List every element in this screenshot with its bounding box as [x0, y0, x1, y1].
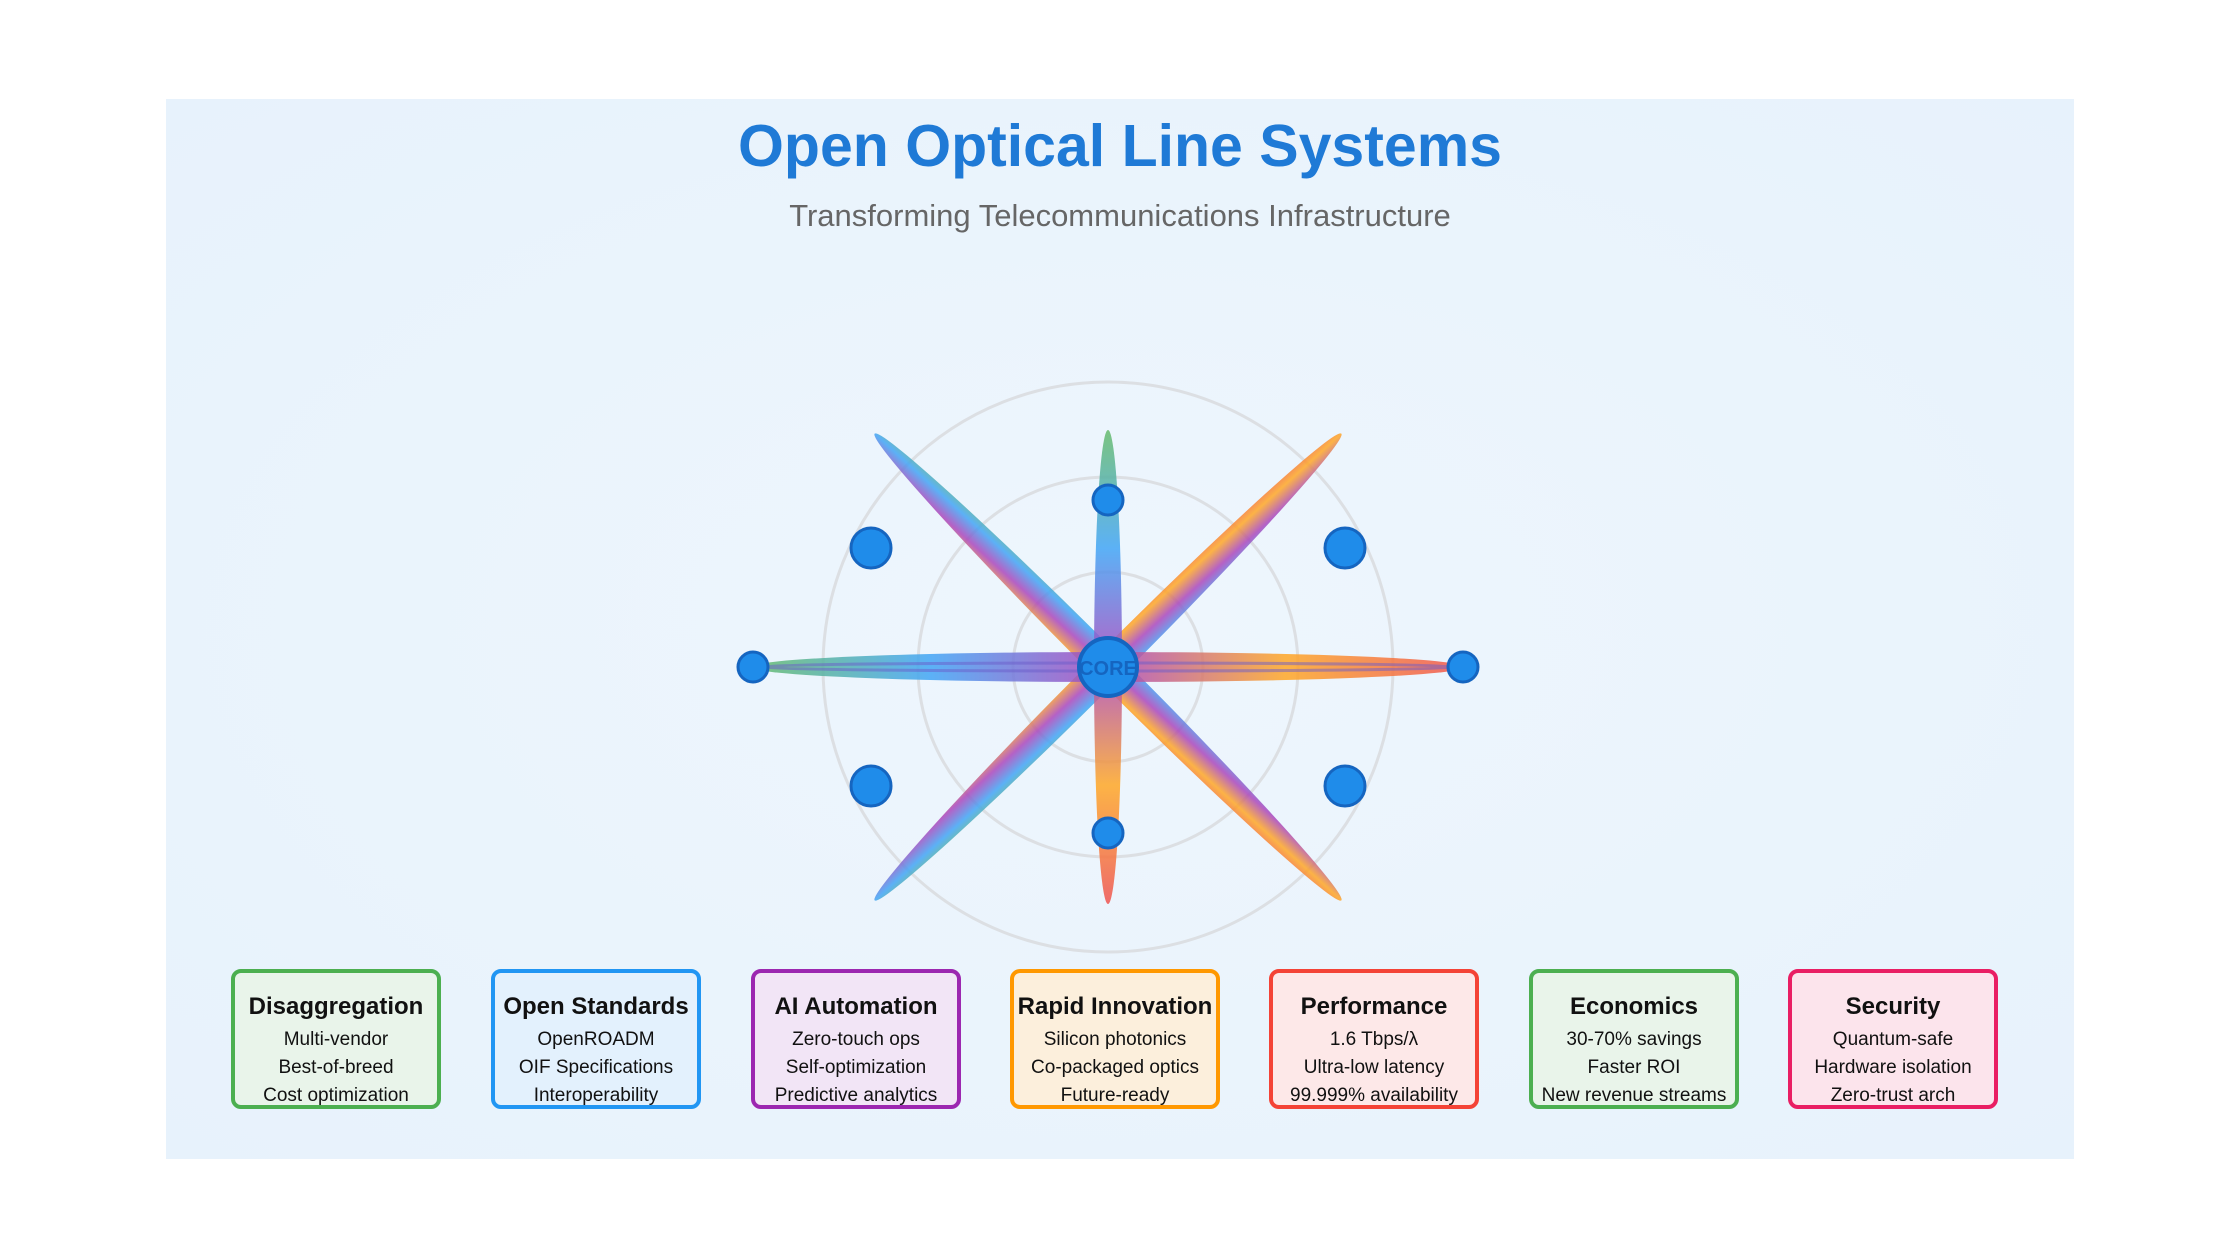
- card-security: Security Quantum-safe Hardware isolation…: [1788, 969, 1998, 1109]
- card-title: AI Automation: [774, 993, 938, 1020]
- card-line: OpenROADM: [537, 1029, 655, 1050]
- card-performance: Performance 1.6 Tbps/λ Ultra-low latency…: [1269, 969, 1479, 1109]
- node-top[interactable]: [1091, 483, 1125, 517]
- card-rapid-innovation: Rapid Innovation Silicon photonics Co-pa…: [1010, 969, 1220, 1109]
- card-line: Predictive analytics: [774, 1085, 938, 1106]
- card-title: Open Standards: [503, 993, 689, 1020]
- card-open-standards: Open Standards OpenROADM OIF Specificati…: [491, 969, 701, 1109]
- card-line: Silicon photonics: [1043, 1029, 1187, 1050]
- card-economics: Economics 30-70% savings Faster ROI New …: [1529, 969, 1739, 1109]
- card-line: Co-packaged optics: [1031, 1057, 1199, 1078]
- card-line: OIF Specifications: [518, 1057, 674, 1078]
- card-line: Zero-touch ops: [792, 1029, 920, 1050]
- node-top-right[interactable]: [1323, 526, 1367, 570]
- card-line: Hardware isolation: [1814, 1057, 1972, 1078]
- card-title: Rapid Innovation: [1017, 993, 1213, 1020]
- card-line: 30-70% savings: [1566, 1029, 1702, 1050]
- card-title: Performance: [1300, 993, 1448, 1020]
- card-title: Security: [1845, 993, 1941, 1020]
- node-bottom-left[interactable]: [849, 764, 893, 808]
- card-line: 99.999% availability: [1290, 1085, 1458, 1106]
- card-line: Self-optimization: [785, 1057, 927, 1078]
- card-title: Disaggregation: [248, 993, 424, 1020]
- card-line: New revenue streams: [1541, 1085, 1727, 1106]
- card-ai-automation: AI Automation Zero-touch ops Self-optimi…: [751, 969, 961, 1109]
- node-right[interactable]: [1446, 650, 1480, 684]
- card-line: Interoperability: [533, 1085, 659, 1106]
- card-line: Faster ROI: [1587, 1057, 1681, 1078]
- core-hub[interactable]: CORE: [1077, 636, 1139, 698]
- card-line: Quantum-safe: [1832, 1029, 1954, 1050]
- node-bottom[interactable]: [1091, 816, 1125, 850]
- card-line: Cost optimization: [263, 1085, 409, 1106]
- card-disaggregation: Disaggregation Multi-vendor Best-of-bree…: [231, 969, 441, 1109]
- card-line: Future-ready: [1060, 1085, 1170, 1106]
- core-hub-label: CORE: [1079, 658, 1137, 680]
- card-title: Economics: [1569, 993, 1699, 1020]
- node-left[interactable]: [736, 650, 770, 684]
- card-line: Multi-vendor: [283, 1029, 389, 1050]
- card-line: 1.6 Tbps/λ: [1329, 1029, 1419, 1050]
- page-subtitle: Transforming Telecommunications Infrastr…: [789, 198, 1451, 233]
- node-bottom-right[interactable]: [1323, 764, 1367, 808]
- card-line: Zero-trust arch: [1830, 1085, 1956, 1106]
- card-line: Ultra-low latency: [1303, 1057, 1445, 1078]
- node-top-left[interactable]: [849, 526, 893, 570]
- page-title: Open Optical Line Systems: [738, 113, 1502, 179]
- card-line: Best-of-breed: [278, 1057, 394, 1078]
